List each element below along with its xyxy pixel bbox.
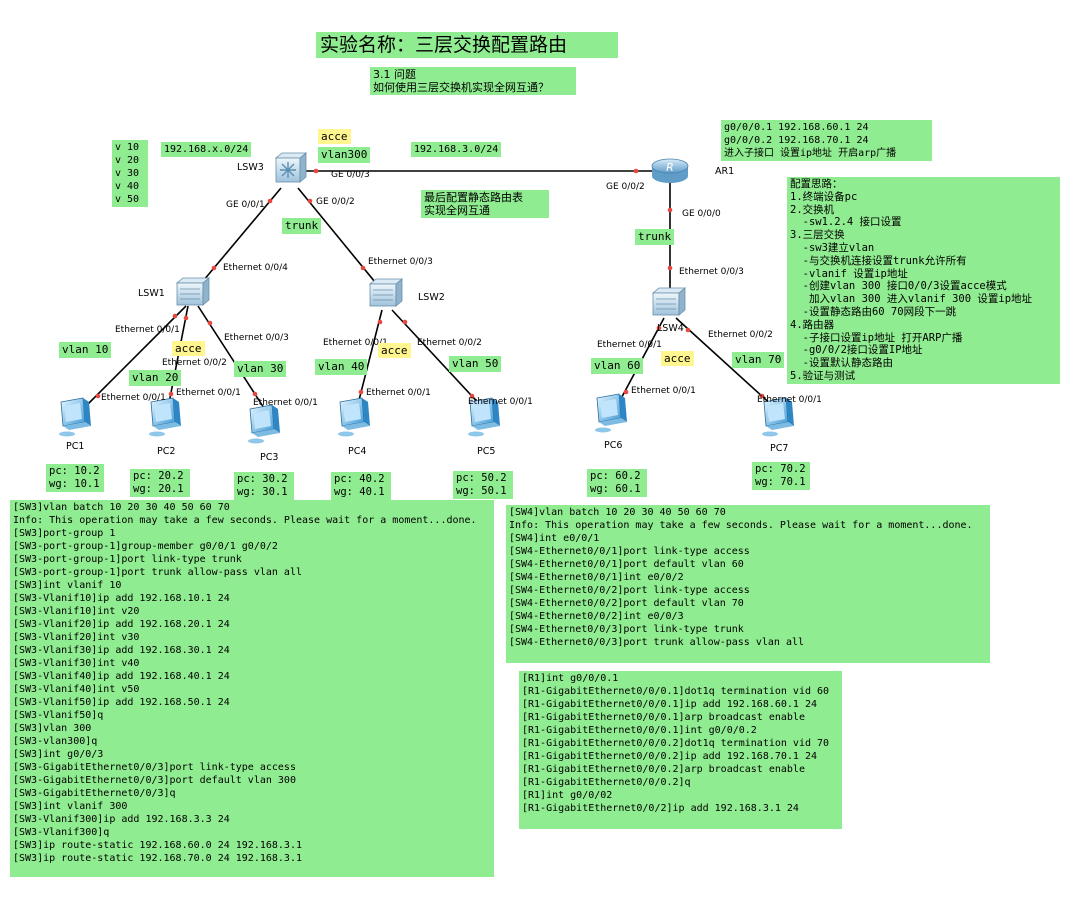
pc6-name: PC6 <box>604 440 623 451</box>
pc2-port: Ethernet 0/0/1 <box>176 388 241 398</box>
pc4-name: PC4 <box>348 446 367 457</box>
lsw2-port-e003: Ethernet 0/0/3 <box>368 257 433 267</box>
lsw3-port-g001: GE 0/0/1 <box>226 200 265 210</box>
vlan50-tag: vlan 50 <box>449 356 502 372</box>
ar1-port-g002: GE 0/0/2 <box>606 182 645 192</box>
pc4-icon[interactable] <box>337 397 371 437</box>
pc3-icon[interactable] <box>247 404 281 444</box>
vlan70-tag: vlan 70 <box>732 352 785 368</box>
lsw3-port-g003: GE 0/0/3 <box>331 170 370 180</box>
pc3-info: pc: 30.2 wg: 30.1 <box>234 472 294 500</box>
trunk-tag-left: trunk <box>282 218 322 234</box>
vlan10-tag: vlan 10 <box>59 342 112 358</box>
pc2-icon[interactable] <box>148 397 182 437</box>
pc6-port: Ethernet 0/0/1 <box>631 386 696 396</box>
lsw4-icon[interactable] <box>652 287 686 316</box>
ar1-icon[interactable]: R <box>651 158 689 183</box>
ar1-name: AR1 <box>715 166 735 177</box>
question-note: 3.1 问题 如何使用三层交换机实现全网互通？ <box>370 67 576 95</box>
vlan20-tag: vlan 20 <box>129 370 182 386</box>
lsw1-name: LSW1 <box>138 288 165 299</box>
lsw3-acce-tag: acce <box>318 129 351 144</box>
lsw1-port-e003: Ethernet 0/0/3 <box>224 333 289 343</box>
pc3-name: PC3 <box>260 452 279 463</box>
pc3-port: Ethernet 0/0/1 <box>253 398 318 408</box>
pc4-port: Ethernet 0/0/1 <box>366 388 431 398</box>
subnet-3-label: 192.168.3.0/24 <box>411 142 502 157</box>
lsw4-port-e002: Ethernet 0/0/2 <box>708 330 773 340</box>
lsw4-port-e003: Ethernet 0/0/3 <box>679 267 744 277</box>
pc5-name: PC5 <box>477 446 496 457</box>
lsw4-port-e001: Ethernet 0/0/1 <box>597 340 662 350</box>
lsw3-port-g002: GE 0/0/2 <box>316 197 355 207</box>
vlan60-tag: vlan 60 <box>591 358 644 374</box>
trunk-tag-right: trunk <box>635 229 675 245</box>
pc1-icon[interactable] <box>58 397 92 437</box>
lsw3-name: LSW3 <box>237 162 264 173</box>
vlan-list-note: v 10 v 20 v 30 v 40 v 50 <box>112 140 148 207</box>
r1-command-log: [R1]int g0/0/0.1 [R1-GigabitEthernet0/0/… <box>519 671 842 829</box>
lsw3-icon[interactable] <box>274 152 308 183</box>
lsw1-port-e004: Ethernet 0/0/4 <box>223 263 288 273</box>
sw3-command-log: [SW3]vlan batch 10 20 30 40 50 60 70 Inf… <box>10 500 494 877</box>
lsw4-acce-tag: acce <box>661 351 694 366</box>
lsw3-vlan300-tag: vlan300 <box>318 147 371 163</box>
subnet-x-label: 192.168.x.0/24 <box>161 142 252 157</box>
pc6-icon[interactable] <box>594 393 628 433</box>
sw4-command-log: [SW4]vlan batch 10 20 30 40 50 60 70 Inf… <box>506 505 990 663</box>
pc1-name: PC1 <box>66 441 85 452</box>
lsw2-port-e001: Ethernet 0/0/1 <box>323 338 388 348</box>
port-dots <box>95 168 765 399</box>
config-ideas-note: 配置思路： 1.终端设备pc 2.交换机 -sw1.2.4 接口设置 3.三层交… <box>787 177 1060 384</box>
pc5-info: pc: 50.2 wg: 50.1 <box>453 471 513 499</box>
lsw2-acce-tag: acce <box>378 343 411 358</box>
lsw2-icon[interactable] <box>369 278 403 307</box>
vlan40-tag: vlan 40 <box>315 359 368 375</box>
pc5-port: Ethernet 0/0/1 <box>468 397 533 407</box>
lsw4-name: LSW4 <box>657 323 684 334</box>
ar1-config-note: g0/0/0.1 192.168.60.1 24 g0/0/0.2 192.16… <box>721 120 932 161</box>
pc1-info: pc: 10.2 wg: 10.1 <box>46 464 104 492</box>
lsw1-port-e001: Ethernet 0/0/1 <box>115 325 180 335</box>
vlan30-tag: vlan 30 <box>234 361 287 377</box>
lsw2-name: LSW2 <box>418 292 445 303</box>
pc4-info: pc: 40.2 wg: 40.1 <box>331 472 391 500</box>
pc7-name: PC7 <box>770 443 789 454</box>
ar1-port-g000: GE 0/0/0 <box>682 209 721 219</box>
pc1-port: Ethernet 0/0/1 <box>101 393 166 403</box>
pc7-port: Ethernet 0/0/1 <box>757 395 822 405</box>
svg-text:R: R <box>666 161 674 174</box>
pc2-info: pc: 20.2 wg: 20.1 <box>130 469 190 497</box>
lsw1-acce-tag: acce <box>172 341 205 356</box>
pc6-info: pc: 60.2 wg: 60.1 <box>587 469 647 497</box>
lsw1-icon[interactable] <box>176 277 210 306</box>
experiment-title: 实验名称：三层交换配置路由 <box>316 32 618 58</box>
lsw1-port-e002: Ethernet 0/0/2 <box>162 358 227 368</box>
static-route-note: 最后配置静态路由表 实现全网互通 <box>421 190 549 218</box>
pc7-info: pc: 70.2 wg: 70.1 <box>752 462 810 490</box>
lsw2-port-e002: Ethernet 0/0/2 <box>417 338 482 348</box>
pc2-name: PC2 <box>157 446 176 457</box>
